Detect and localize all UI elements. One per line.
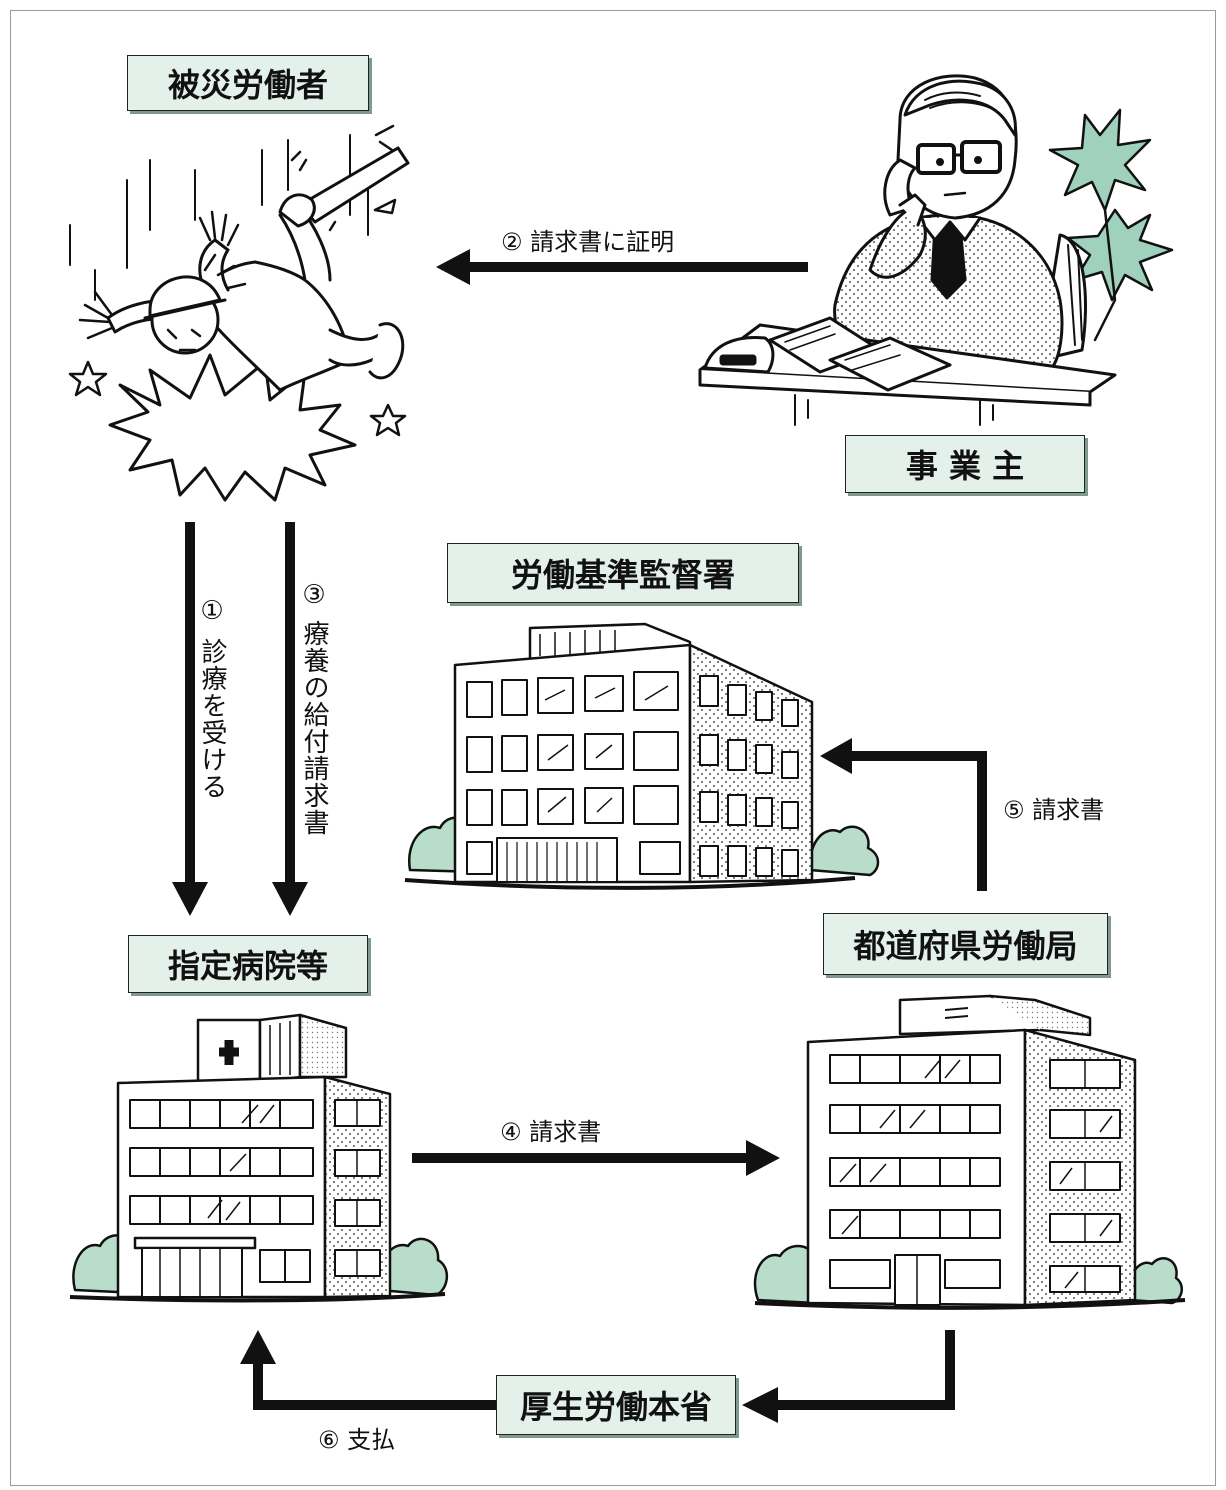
arrow-step2 (436, 249, 808, 285)
flow-arrows (172, 249, 987, 1423)
injured-worker-illustration (68, 124, 410, 502)
labor-office-box: 労働基準監督署 (447, 543, 799, 603)
arrow-step6 (240, 1330, 498, 1410)
step3-number: ③ (299, 580, 329, 611)
arrow-step5 (820, 738, 987, 891)
worker-box: 被災労働者 (127, 55, 369, 111)
plant-icon (1048, 108, 1152, 212)
step3-label: 療養の給付請求書 (299, 620, 329, 836)
prefectural-bureau-box: 都道府県労働局 (823, 913, 1108, 975)
step5-label: ⑤ 請求書 (1003, 796, 1105, 824)
employer-box: 事 業 主 (845, 435, 1085, 493)
hospital-building-illustration (69, 1013, 448, 1303)
arrow-step3 (272, 522, 308, 916)
step1-label: 診療を受ける (197, 638, 227, 800)
labor-office-building-illustration (404, 622, 880, 890)
plant-icon (1066, 208, 1174, 302)
impact-burst-icon (108, 353, 357, 502)
step2-label: ② 請求書に証明 (501, 228, 675, 256)
step4-label: ④ 請求書 (500, 1118, 602, 1146)
star-icon (68, 360, 108, 397)
arrow-bureau-to-ministry (742, 1330, 955, 1423)
outer-frame (10, 10, 1216, 1486)
employer-illustration (698, 74, 1174, 426)
arrow-step4 (412, 1140, 780, 1176)
arrow-step1 (172, 522, 208, 916)
ministry-box: 厚生労働本省 (496, 1375, 736, 1435)
prefectural-bureau-building-illustration (753, 994, 1186, 1310)
step6-label: ⑥ 支払 (318, 1426, 396, 1454)
step1-number: ① (197, 596, 227, 627)
hospital-box: 指定病院等 (128, 935, 368, 993)
star-icon (369, 403, 407, 437)
